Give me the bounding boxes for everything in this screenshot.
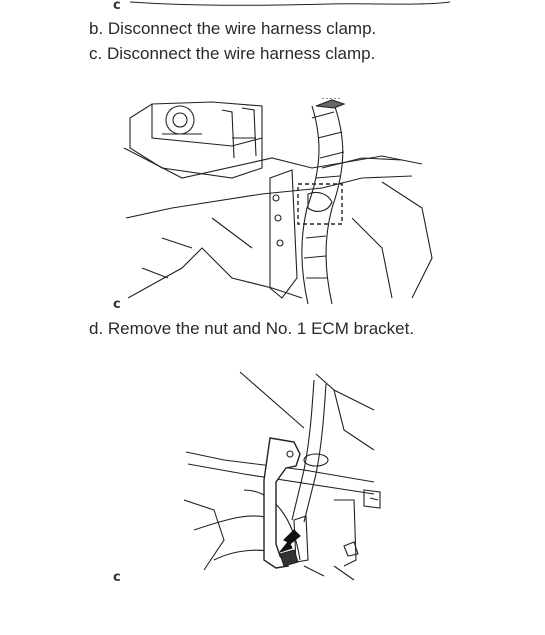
step-d-text: d. Remove the nut and No. 1 ECM bracket.	[89, 319, 415, 338]
step-b-text: b. Disconnect the wire harness clamp.	[89, 19, 377, 38]
ecm-bracket-illustration	[184, 370, 384, 586]
wire-harness-clamp-illustration	[122, 98, 438, 310]
top-illustration-remnant	[130, 0, 460, 12]
figure-label-1: c	[113, 297, 121, 312]
figure-label-top: c	[113, 0, 121, 13]
step-c-text: c. Disconnect the wire harness clamp.	[89, 44, 376, 63]
figure-label-2: c	[113, 570, 121, 585]
